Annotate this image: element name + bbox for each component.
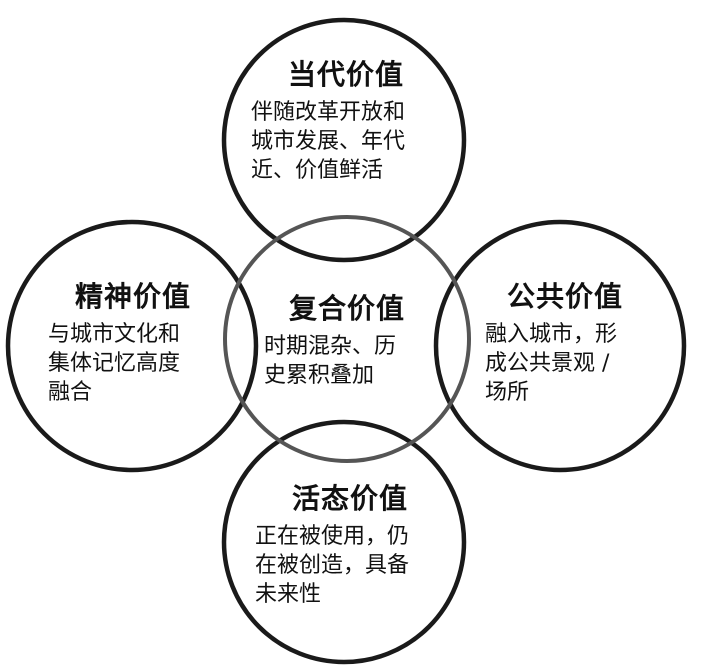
circle-center bbox=[223, 215, 471, 463]
node-center-body: 时期混杂、历 史累积叠加 bbox=[264, 332, 430, 390]
node-left-line: 集体记忆高度 bbox=[48, 351, 181, 376]
node-top: 当代价值 伴随改革开放和 城市发展、年代 近、价值鲜活 bbox=[251, 58, 441, 185]
node-right-body: 融入城市，形 成公共景观 / 场所 bbox=[485, 320, 645, 407]
node-center-line: 史累积叠加 bbox=[264, 363, 375, 388]
node-bottom: 活态价值 正在被使用，仍 在被创造，具备 未来性 bbox=[255, 482, 445, 609]
circle-right bbox=[433, 219, 687, 473]
node-bottom-body: 正在被使用，仍 在被创造，具备 未来性 bbox=[255, 522, 445, 609]
node-center-line: 时期混杂、历 bbox=[264, 334, 397, 359]
node-right-line: 场所 bbox=[485, 380, 530, 405]
node-center-title: 复合价值 bbox=[288, 292, 405, 325]
node-bottom-line: 未来性 bbox=[255, 582, 322, 607]
node-top-line: 近、价值鲜活 bbox=[251, 158, 384, 183]
node-bottom-title: 活态价值 bbox=[291, 482, 408, 515]
node-right: 公共价值 融入城市，形 成公共景观 / 场所 bbox=[485, 280, 645, 407]
node-left-line: 融合 bbox=[48, 380, 93, 405]
circle-top bbox=[221, 17, 467, 263]
node-bottom-line: 在被创造，具备 bbox=[255, 553, 410, 578]
circle-bottom bbox=[221, 419, 467, 665]
node-top-body: 伴随改革开放和 城市发展、年代 近、价值鲜活 bbox=[251, 98, 441, 185]
node-right-line: 融入城市，形 bbox=[485, 322, 618, 347]
circle-left bbox=[5, 219, 259, 473]
node-top-title: 当代价值 bbox=[287, 58, 404, 91]
node-center: 复合价值 时期混杂、历 史累积叠加 bbox=[264, 292, 430, 390]
node-right-line: 成公共景观 / bbox=[485, 351, 610, 376]
node-top-line: 伴随改革开放和 bbox=[251, 100, 406, 125]
node-left-body: 与城市文化和 集体记忆高度 融合 bbox=[48, 320, 218, 407]
node-left-line: 与城市文化和 bbox=[48, 322, 181, 347]
node-left-title: 精神价值 bbox=[74, 280, 191, 313]
node-bottom-line: 正在被使用，仍 bbox=[255, 524, 410, 549]
node-left: 精神价值 与城市文化和 集体记忆高度 融合 bbox=[48, 280, 218, 407]
node-top-line: 城市发展、年代 bbox=[251, 129, 406, 154]
node-right-title: 公共价值 bbox=[506, 280, 623, 313]
